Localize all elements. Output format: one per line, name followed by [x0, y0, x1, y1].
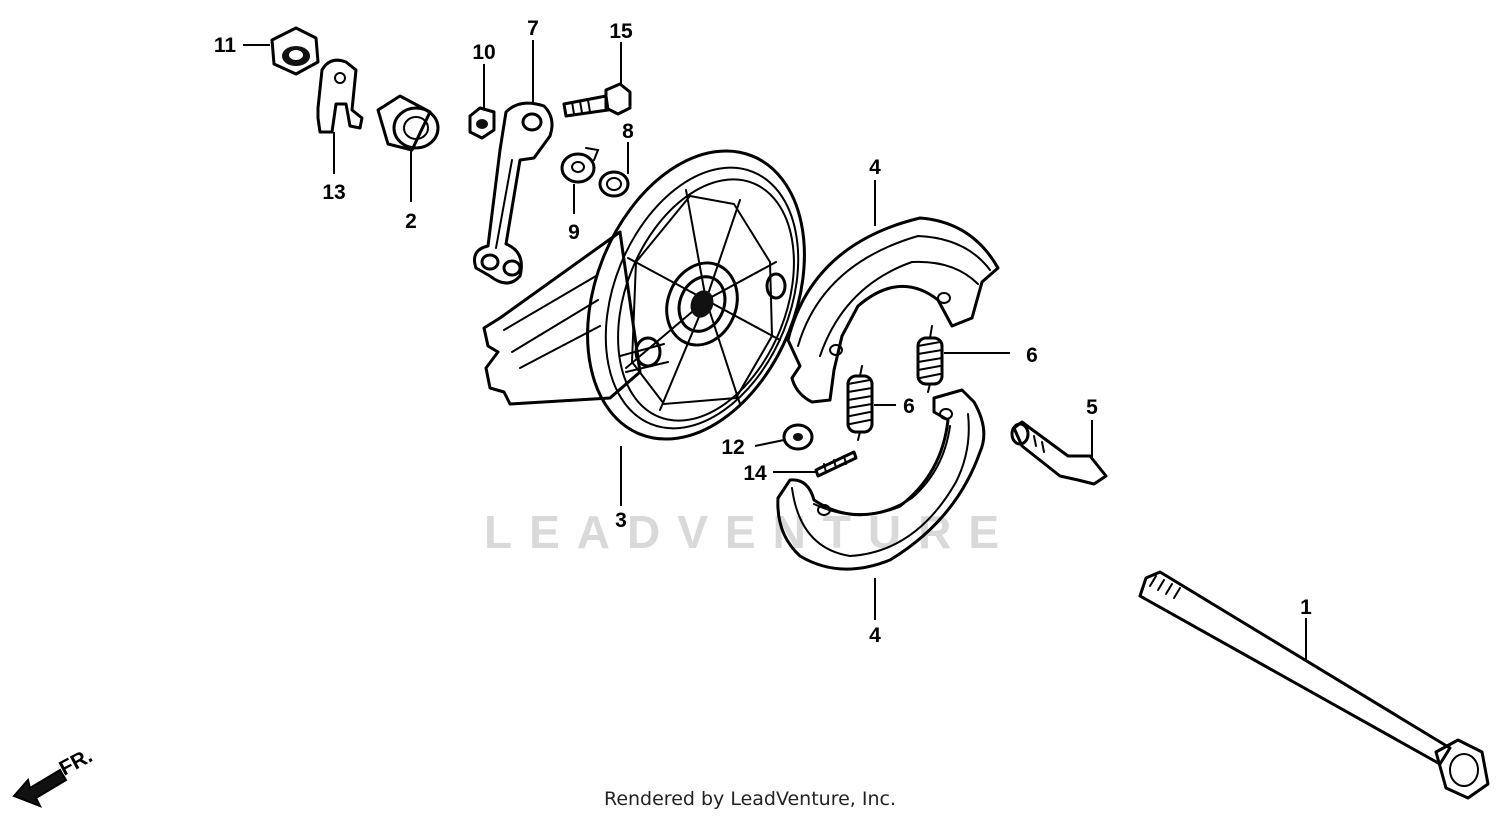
brake-cam-part[interactable]	[1010, 420, 1108, 486]
spring-right-part[interactable]	[916, 325, 944, 393]
axle-part[interactable]	[1138, 570, 1490, 800]
callout-5: 5	[1086, 396, 1098, 419]
callout-6-left: 6	[903, 395, 915, 418]
brake-arm-part[interactable]	[473, 101, 554, 285]
spring-left-part[interactable]	[846, 365, 874, 441]
front-arrow-icon	[12, 768, 68, 808]
part-callouts: 1 2 3 4 4 5 6 6 7 8 9 10 11 12 13 14 15	[214, 17, 1312, 647]
washer-part[interactable]	[782, 423, 814, 451]
callout-6-right: 6	[1026, 344, 1038, 367]
callout-11: 11	[214, 34, 237, 57]
callout-1: 1	[1300, 596, 1312, 619]
brake-panel-part[interactable]	[482, 118, 845, 471]
callout-10: 10	[472, 41, 495, 64]
small-nut-part[interactable]	[468, 106, 496, 140]
callout-15: 15	[609, 20, 633, 43]
leader-lines	[243, 40, 1307, 662]
callout-2: 2	[405, 210, 417, 233]
callout-4-top: 4	[869, 156, 881, 179]
footer-credit: Rendered by LeadVenture, Inc.	[603, 788, 897, 810]
pin-part[interactable]	[814, 450, 858, 478]
bolt-part[interactable]	[562, 82, 632, 118]
nut-part[interactable]	[270, 26, 320, 76]
callout-7: 7	[527, 17, 539, 40]
o-ring-part[interactable]	[598, 170, 630, 198]
callout-4-bottom: 4	[869, 624, 881, 647]
callout-13: 13	[322, 181, 345, 204]
brake-shoe-top-part[interactable]	[786, 216, 1000, 404]
callout-9: 9	[568, 221, 580, 244]
callout-8: 8	[622, 120, 634, 143]
tab-washer-part[interactable]	[560, 147, 600, 184]
brake-shoe-bottom-part[interactable]	[776, 388, 986, 571]
watermark: LEADVENTURE	[484, 506, 1016, 558]
callout-14: 14	[743, 462, 767, 485]
callout-3: 3	[615, 509, 627, 532]
bracket-part[interactable]	[316, 58, 364, 134]
collar-part[interactable]	[376, 94, 440, 152]
callout-12: 12	[721, 436, 744, 459]
